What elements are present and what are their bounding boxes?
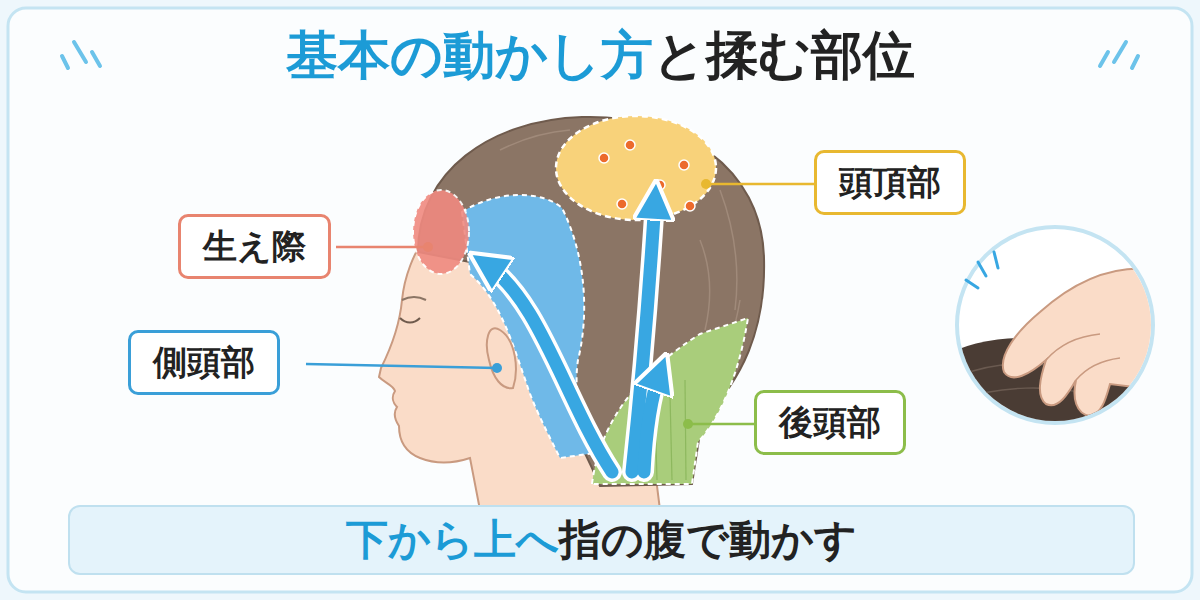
region-label-box: 後頭部 (754, 390, 906, 455)
region-label: 生え際 (203, 226, 306, 267)
region-label-box: 生え際 (178, 214, 331, 279)
panel (8, 8, 1192, 592)
ear (487, 328, 516, 388)
direction-arrows (486, 200, 660, 472)
diagram-title: 基本の動かし方と揉む部位 (286, 26, 915, 86)
region-label: 頭頂部 (839, 162, 941, 203)
hairline-zone (413, 190, 469, 274)
title-row: 基本の動かし方と揉む部位 (0, 26, 1200, 86)
region-label-box: 頭頂部 (814, 150, 966, 215)
caption-text: 下から上へ (346, 515, 559, 565)
crown-zone (556, 116, 716, 220)
region-label-box: 側頭部 (128, 330, 280, 395)
caption-band: 下から上へ指の腹で動かす (68, 505, 1135, 575)
hair (418, 117, 764, 486)
brow (402, 297, 426, 300)
caption-text: 指の腹で動かす (559, 515, 857, 565)
region-label: 側頭部 (153, 342, 255, 383)
massage-inset (905, 227, 1160, 482)
leader-lines (306, 179, 816, 429)
region-label: 後頭部 (779, 402, 881, 443)
eye (400, 318, 420, 323)
